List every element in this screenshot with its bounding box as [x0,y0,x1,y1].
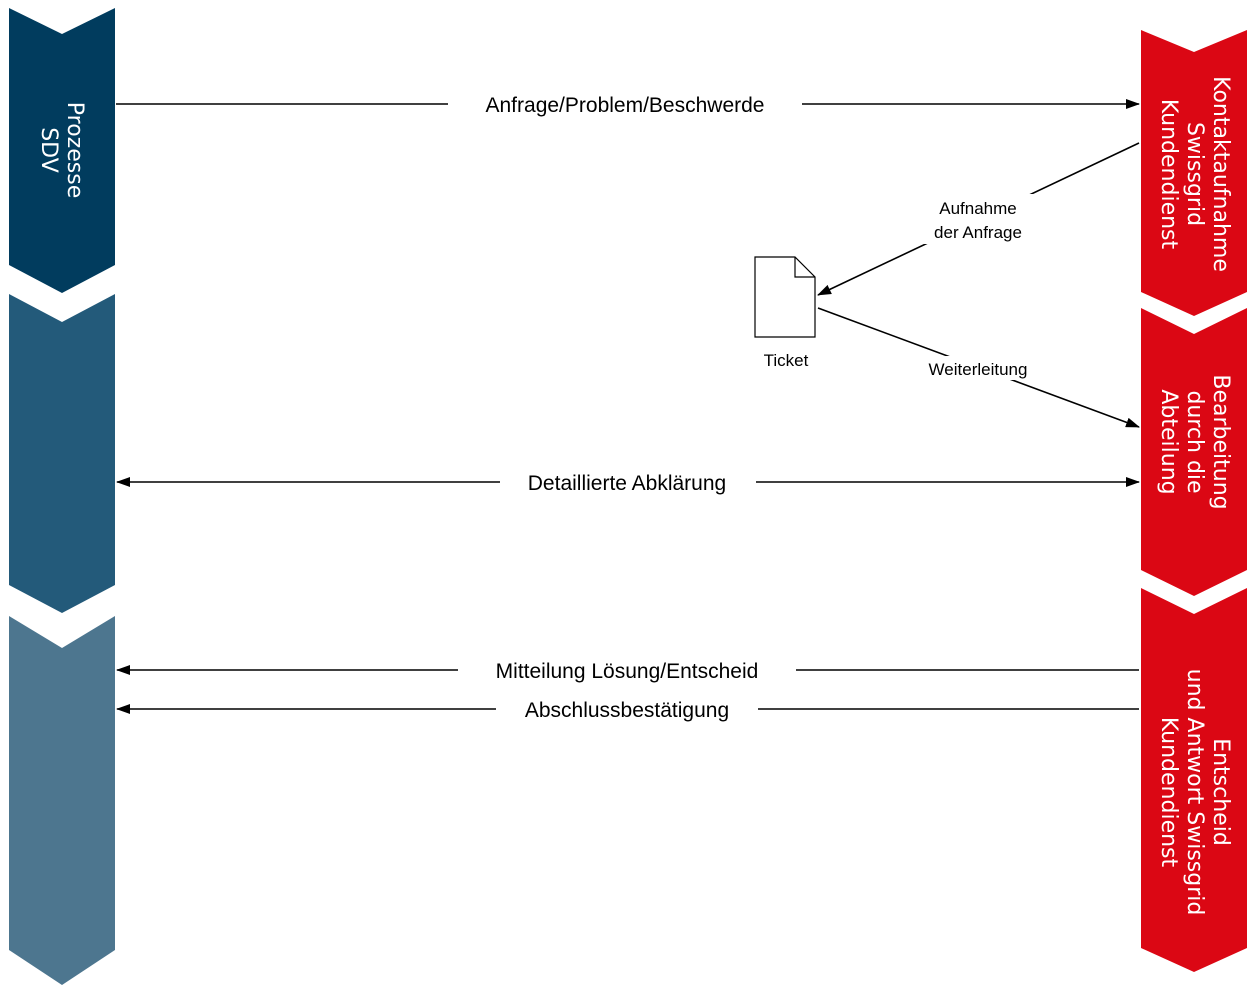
ticket-label: Ticket [764,351,809,370]
intake-label-line2: der Anfrage [934,223,1022,242]
confirmation-label-bg [496,695,758,723]
left-lane-phase1-line1: Prozesse [62,102,87,198]
solution-label: Mitteilung Lösung/Entscheid [496,660,759,683]
right-lane-phase3-line3: Kundendienst [1156,717,1181,868]
right-lane-phase2-line3: Abteilung [1156,389,1181,494]
ticket-document-icon [754,256,816,338]
right-lane-phase1-line2: Swissgrid [1182,122,1207,226]
left-lane-phase2-chevron [9,294,115,613]
right-lane-phase2-line1: Bearbeitung [1208,374,1233,509]
right-lane-phase2-chevron [1141,308,1247,596]
right-lane-phase1-line3: Kundendienst [1156,99,1181,250]
right-lane-phase3-label: Entscheid und Antwort Swissgrid Kundendi… [1156,669,1233,916]
intake-label-bg [924,194,1034,244]
request-label: Anfrage/Problem/Beschwerde [486,94,765,117]
left-lane-phase3-chevron [9,616,115,985]
right-lane-phase1-label: Kontaktaufnahme Swissgrid Kundendienst [1156,76,1233,272]
request-label-bg [448,90,802,118]
right-lane-phase3-line1: Entscheid [1208,738,1233,846]
right-lane-phase2-line2: durch die [1182,390,1207,493]
right-lane-phase1-chevron [1141,30,1247,316]
left-lane-phase1-label: Prozesse SDV [36,102,87,198]
left-lane-phase1-chevron [9,8,115,293]
right-lane-phase3-chevron [1141,588,1247,972]
confirmation-label: Abschlussbestätigung [525,699,729,722]
forwarding-label-bg [912,356,1044,380]
intake-label-line1: Aufnahme [939,199,1017,218]
solution-label-bg [458,656,796,684]
left-lane-phase1-line2: SDV [36,127,61,173]
right-lane-phase3-line2: und Antwort Swissgrid [1182,669,1207,916]
right-lane-phase2-label: Bearbeitung durch die Abteilung [1156,374,1233,509]
right-lane-phase1-line1: Kontaktaufnahme [1208,76,1233,272]
clarification-label-bg [500,468,756,496]
forwarding-label: Weiterleitung [929,360,1028,379]
clarification-label: Detaillierte Abklärung [528,472,726,495]
